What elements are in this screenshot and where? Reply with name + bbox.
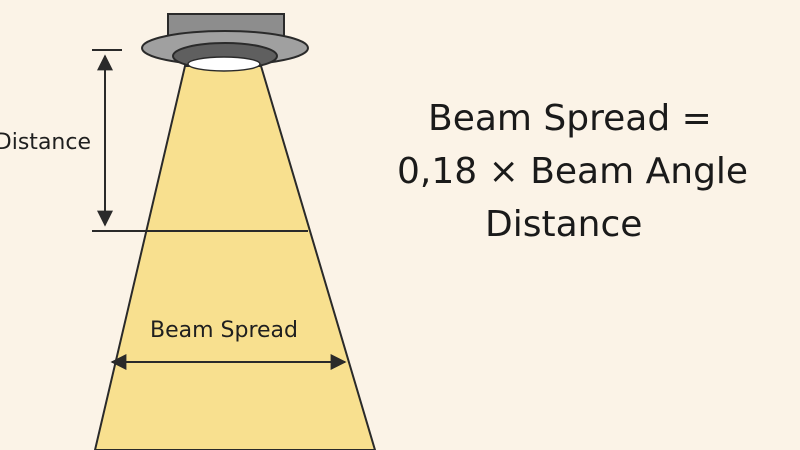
distance-dimension [92, 49, 122, 232]
distance-label: Distance [0, 130, 91, 155]
formula-line-3: Distance [485, 204, 643, 245]
recessed-downlight-icon [141, 13, 309, 72]
formula-line-2: 0,18 × Beam Angle [397, 151, 749, 192]
formula-line-1: Beam Spread = [428, 98, 712, 139]
beam-spread-label: Beam Spread [150, 318, 298, 343]
fixture-lens [187, 56, 261, 72]
beam-spread-formula: Beam Spread = 0,18 × Beam Angle Distance [380, 92, 750, 252]
light-beam-cone [93, 65, 377, 450]
